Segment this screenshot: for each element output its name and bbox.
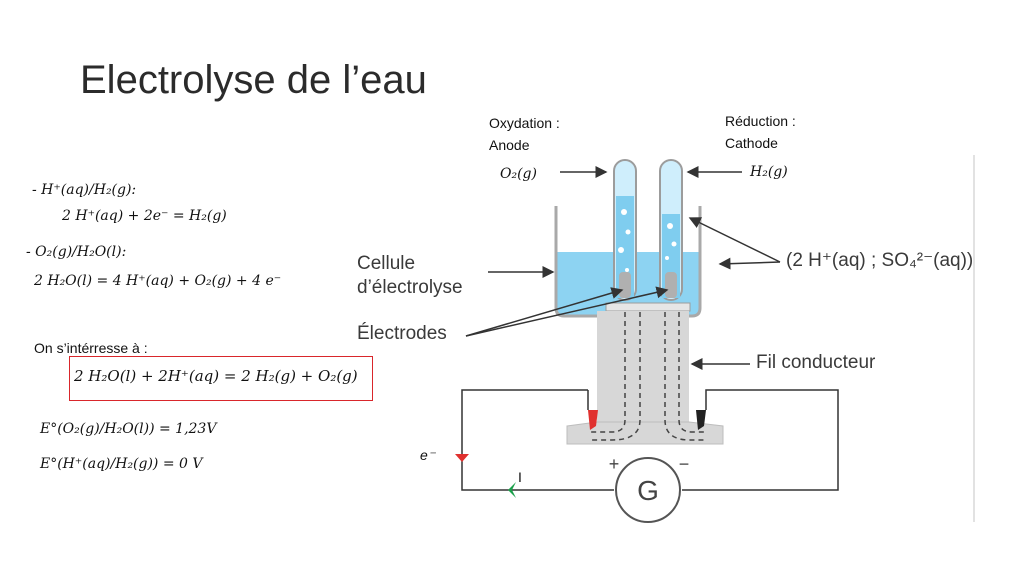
current-arrow (508, 482, 516, 498)
circuit-wires (461, 389, 839, 491)
plus-sign: + (609, 454, 620, 474)
anode-tube (613, 159, 637, 301)
global-equation: 2 H₂O(l) + 2H⁺(aq) = 2 H₂(g) + O₂(g) (74, 367, 358, 385)
anode-terminal (588, 410, 598, 430)
couple-o2-h2o-equation: 2 H₂O(l) = 4 H⁺(aq) + O₂(g) + 4 e⁻ (34, 273, 282, 289)
cathode-tube (659, 159, 683, 301)
cell-label: Cellule d’électrolyse (357, 253, 463, 298)
electrodes-label: Électrodes (357, 323, 447, 344)
standard-potential-h: E°(H⁺(aq)/H₂(g)) = 0 V (40, 456, 203, 472)
electron-arrow (455, 454, 469, 462)
current-label: I (518, 469, 522, 485)
slide-title: Electrolyse de l’eau (80, 58, 427, 102)
oxydation-label: Oxydation : Cathode Anode (489, 115, 560, 153)
wire-label: Fil conducteur (756, 352, 876, 373)
h2-gas-label: H₂(g) (750, 164, 788, 180)
annotation-arrows (465, 166, 781, 370)
couple-h-h2-equation: 2 H⁺(aq) + 2e⁻ = H₂(g) (62, 208, 227, 224)
couple-o2-h2o-heading: - O₂(g)/H₂O(l): (26, 244, 127, 260)
electron-label: e⁻ (420, 447, 437, 463)
solution-label: (2 H⁺(aq) ; SO₄²⁻(aq)) (786, 250, 974, 271)
standard-potential-o2: E°(O₂(g)/H₂O(l)) = 1,23V (40, 421, 217, 437)
minus-sign: − (679, 454, 690, 474)
reduction-label: Réduction : Cathode (725, 113, 796, 151)
cathode-terminal (696, 410, 706, 430)
o2-gas-label: O₂(g) (500, 166, 537, 182)
galvanometer-letter: G (637, 475, 659, 506)
interest-label: On s’intérresse à : (34, 340, 148, 356)
global-equation-box: 2 H₂O(l) + 2H⁺(aq) = 2 H₂(g) + O₂(g) (69, 356, 373, 401)
pedestal (566, 302, 724, 445)
couple-h-h2-heading: - H⁺(aq)/H₂(g): (32, 182, 137, 198)
galvanometer: G + − (609, 454, 690, 523)
